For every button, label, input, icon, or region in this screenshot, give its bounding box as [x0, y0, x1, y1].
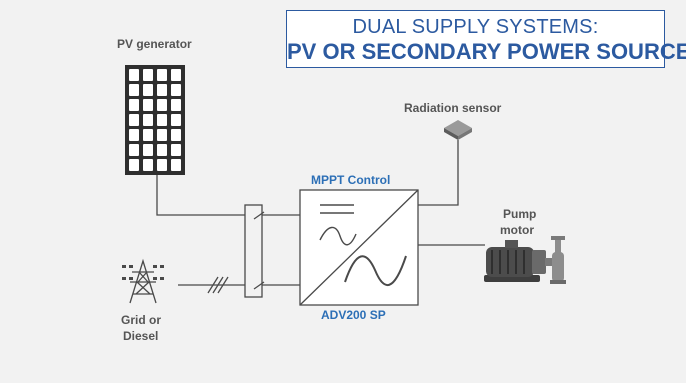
grid-pylon-icon — [122, 258, 164, 304]
drive-box — [299, 189, 419, 306]
title-line-2: PV OR SECONDARY POWER SOURCE — [287, 39, 686, 64]
changeover-switch — [244, 204, 265, 298]
pv-generator-label: PV generator — [117, 37, 192, 51]
three-phase-marks — [207, 276, 229, 294]
grid-label-line-1: Grid or — [121, 313, 162, 327]
pv-panel-icon — [125, 65, 185, 175]
grid-label-line-2: Diesel — [123, 329, 159, 343]
connection-lines — [156, 140, 485, 286]
title-line-1: DUAL SUPPLY SYSTEMS: — [352, 16, 599, 38]
drive-label: ADV200 SP — [321, 308, 386, 322]
pump-motor-icon — [484, 236, 566, 284]
pump-label: Pump — [503, 207, 537, 221]
radiation-sensor-icon — [444, 120, 472, 140]
motor-label: motor — [500, 223, 534, 237]
title-box: DUAL SUPPLY SYSTEMS: PV OR SECONDARY POW… — [286, 10, 686, 68]
radiation-sensor-label: Radiation sensor — [404, 101, 502, 115]
mppt-control-label: MPPT Control — [311, 173, 391, 187]
